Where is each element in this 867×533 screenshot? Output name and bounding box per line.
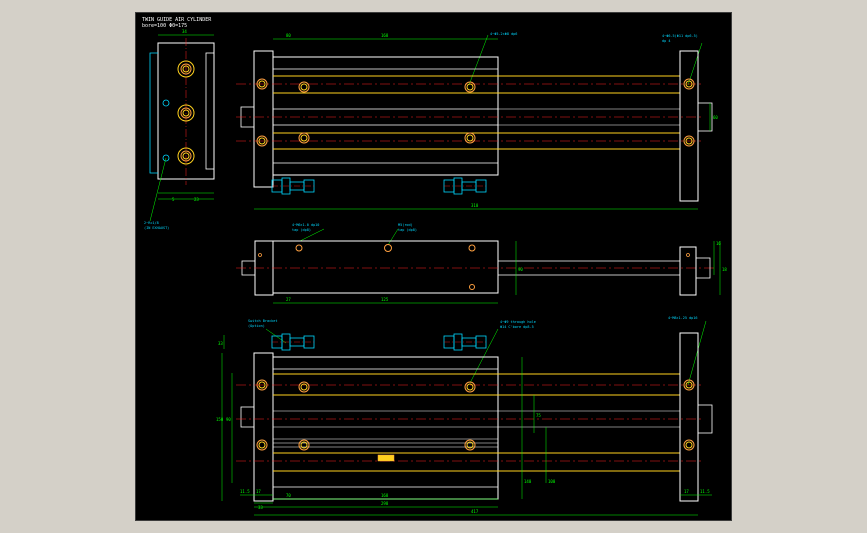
mid-note-4: tap (dp8)	[398, 228, 417, 232]
bot-dim-3: 298	[381, 501, 389, 506]
bot-right-dim-1: 17	[684, 489, 689, 494]
bot-note-mid-2: Φ14 C'bore dp8.5	[500, 325, 534, 329]
mid-dim-bottom-mid: 125	[381, 297, 389, 302]
bot-note-left-2: (Option)	[248, 324, 265, 328]
top-note-right-2: dp 4	[662, 39, 670, 43]
side-note-1: 2~Rc1/8	[144, 221, 159, 225]
bot-dim-right-3: 100	[548, 479, 556, 484]
side-bottom-dim-1: 5	[172, 197, 175, 202]
mid-note-1: 4~M6×1.0 dp10	[292, 223, 319, 227]
top-dim-right: 60	[713, 115, 718, 120]
bot-right-dim-2: 11.5	[700, 489, 710, 494]
side-width-dim: 34	[182, 29, 187, 34]
drawing-title: TWIN GUIDE AIR CYLINDER	[142, 17, 212, 23]
cad-viewport[interactable]: TWIN GUIDE AIR CYLINDER bore=100 Φ0=175 …	[135, 12, 732, 521]
top-dim-mid: 168	[381, 33, 389, 38]
bot-note-mid-1: 4~Φ9 through hole	[500, 320, 536, 324]
top-dim-left: 80	[286, 33, 291, 38]
bot-dim-right-2: 140	[524, 479, 532, 484]
middle-view: 4~M6×1.0 dp10 tap (dp8) M5(rod) tap (dp8…	[236, 223, 727, 304]
side-note-2: (IN EXHAUST)	[144, 226, 169, 230]
cad-drawing: TWIN GUIDE AIR CYLINDER bore=100 Φ0=175 …	[142, 17, 727, 516]
bot-dim-overall: 417	[471, 509, 479, 514]
bot-dim-2: 168	[381, 493, 389, 498]
bot-dim-right-1: 75	[536, 413, 541, 418]
bot-dim-left-inner: 90	[226, 417, 231, 422]
bot-note-left-1: Switch Bracket	[248, 319, 278, 323]
bot-left-dim-2: 17	[256, 489, 261, 494]
bot-dim-left-top: 33	[218, 341, 223, 346]
bot-dim-1: 70	[286, 493, 291, 498]
mid-note-2: tap (dp8)	[292, 228, 311, 232]
bot-left-dim-1: 11.5	[240, 489, 250, 494]
bot-dim-left-outer: 150	[216, 417, 224, 422]
bot-note-right: 4~M8×1.25 dp16	[668, 316, 698, 320]
side-bottom-dim-2: 23	[194, 197, 199, 202]
mid-dim-right-2: 18	[722, 267, 727, 272]
mid-dim-height: 90	[518, 267, 523, 272]
bottom-view: Switch Bracket (Option) 4~Φ9 through hol…	[216, 316, 713, 516]
top-note-right-1: 4~Φ6.5(Φ11 dp6.5)	[662, 34, 698, 38]
bot-left-dim-3: 33	[258, 505, 263, 510]
top-note-left: 4~Φ5.2×Φ8 dp6	[490, 32, 517, 36]
mid-dim-bottom-left: 27	[286, 297, 291, 302]
drawing-subtitle: bore=100 Φ0=175	[142, 23, 187, 29]
side-view: 34 5 23 2~Rc1/8 (IN EXHAUST)	[144, 29, 215, 230]
top-view: 80 168 4~Φ5.2×Φ8 dp6 4~Φ6.5(Φ11 dp6.5) d…	[236, 32, 718, 210]
mid-note-3: M5(rod)	[398, 223, 413, 227]
top-dim-total: 310	[471, 203, 479, 208]
mid-dim-right-1: 16	[716, 241, 721, 246]
